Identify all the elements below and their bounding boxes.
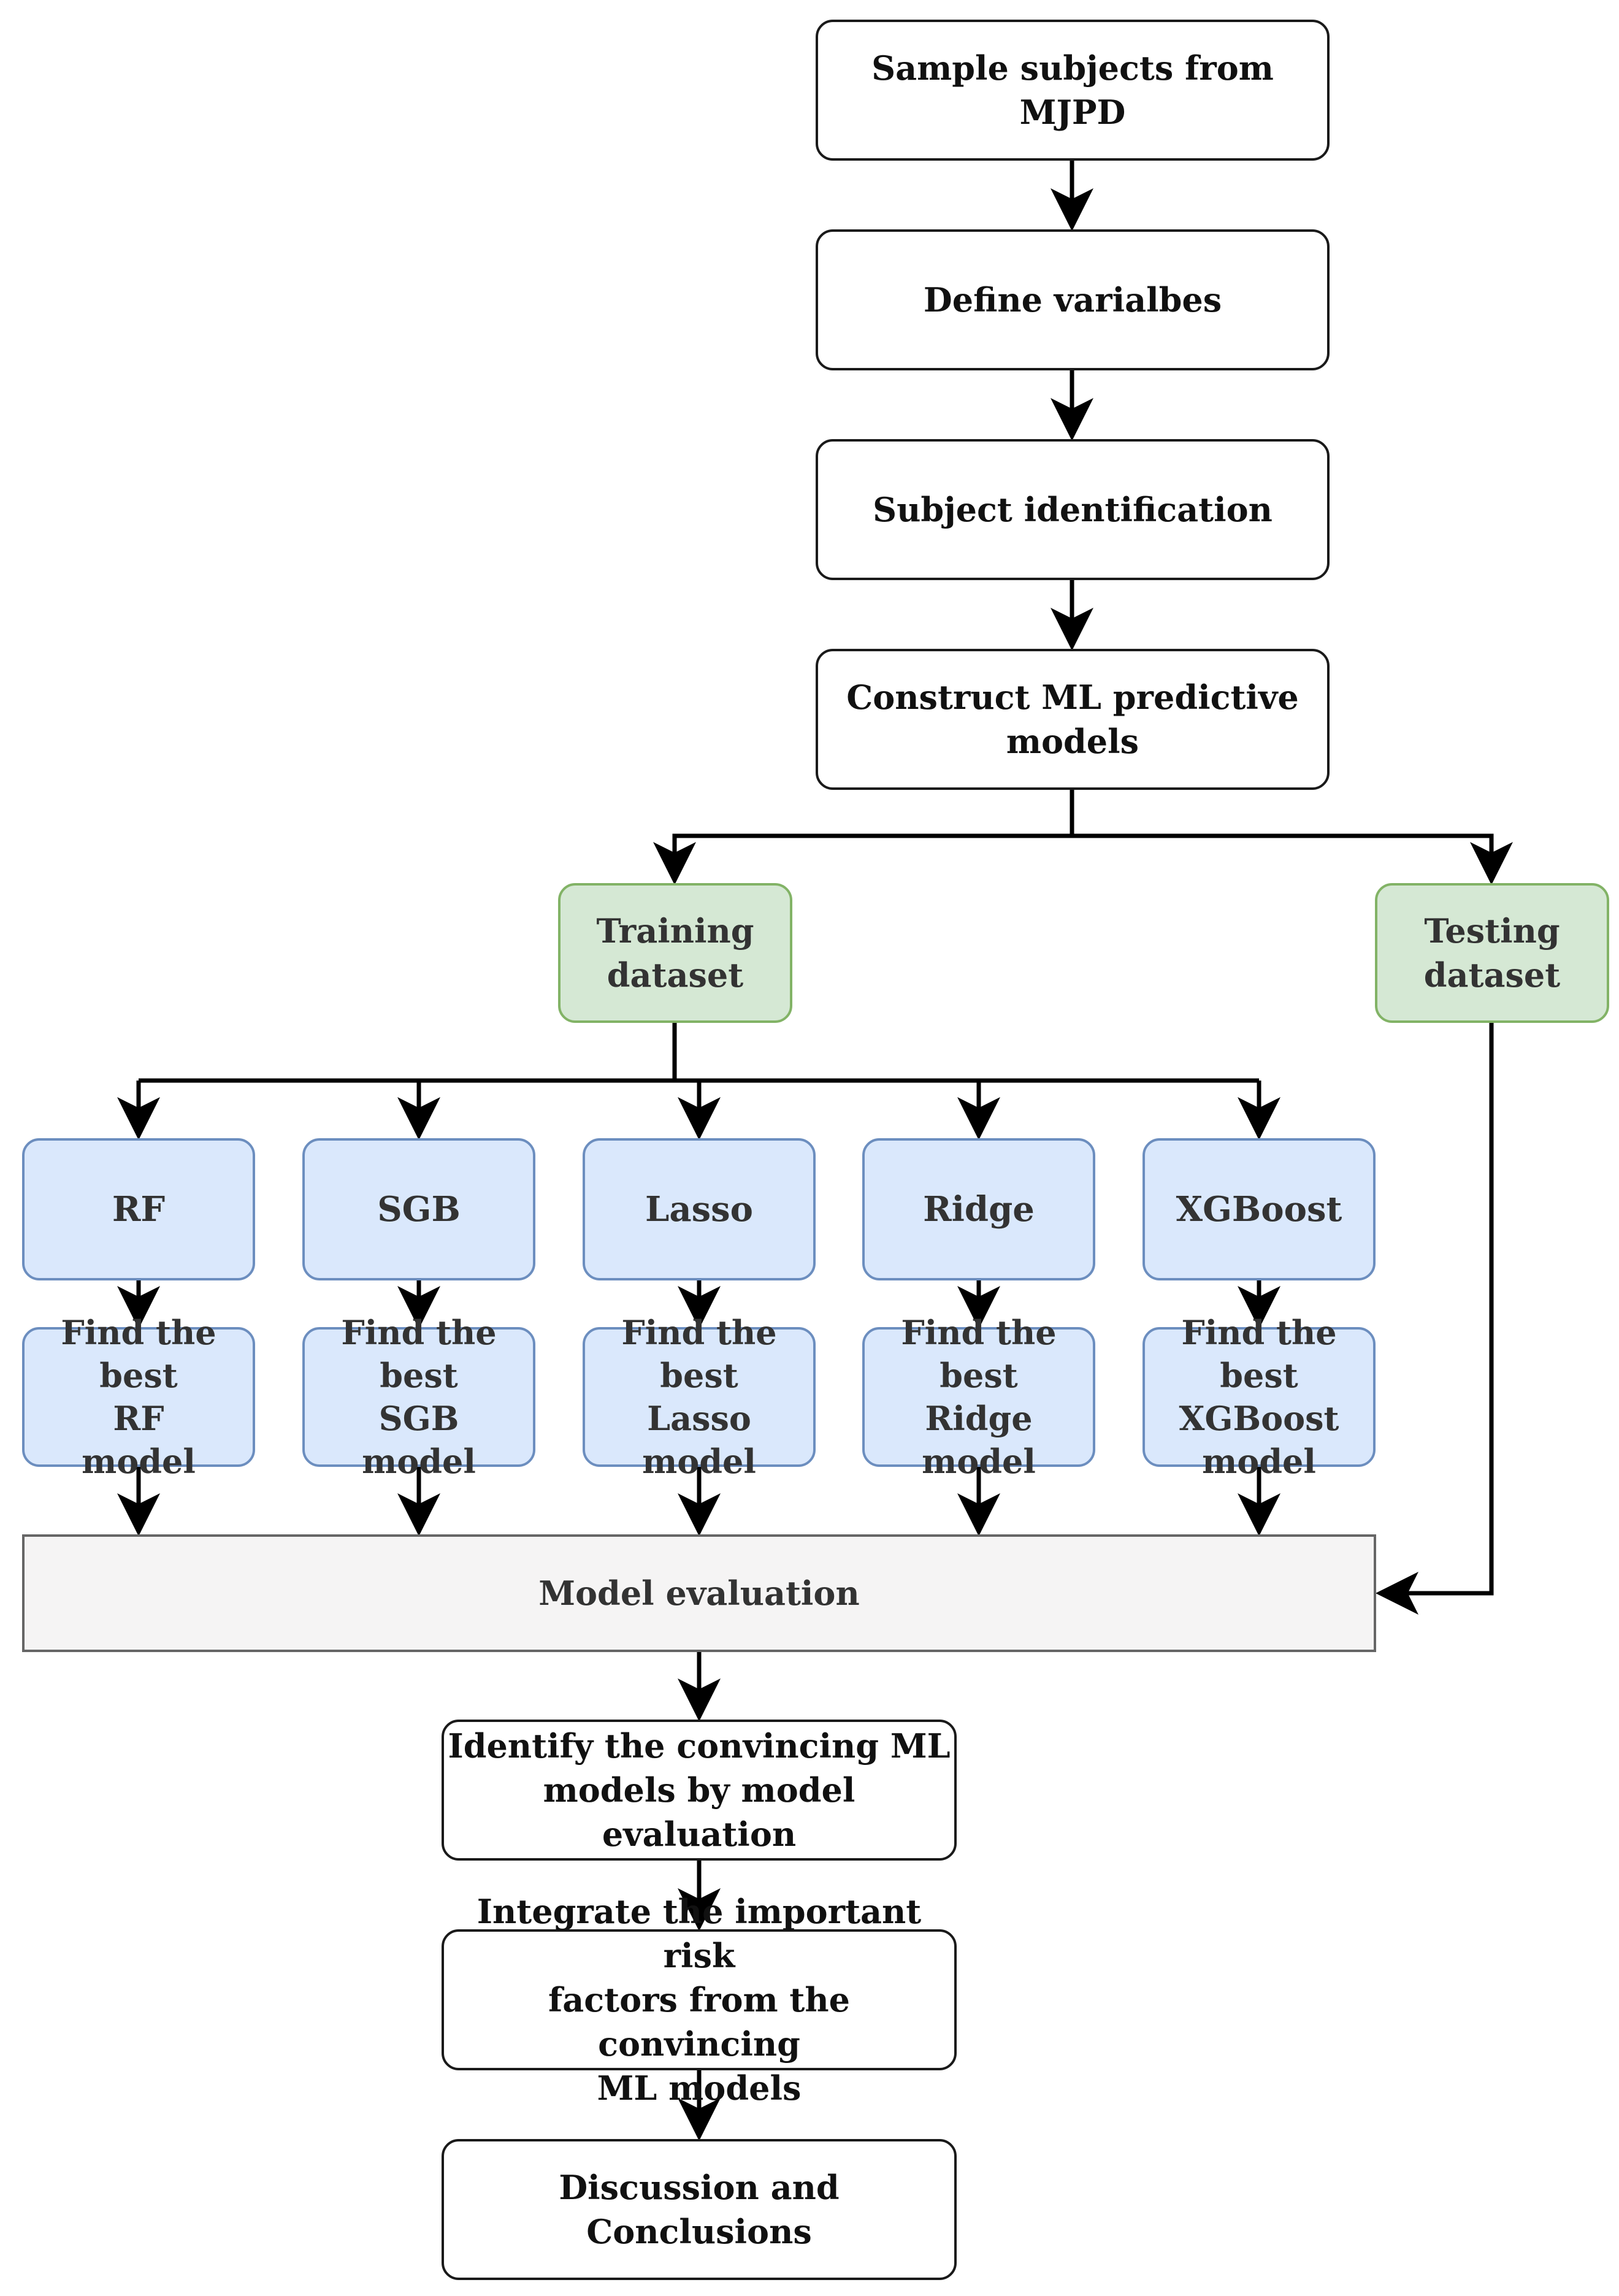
arrow-construct-to-training <box>653 790 1074 885</box>
identify-convincing-models-box: Identify the convincing ML models by mod… <box>442 1720 957 1861</box>
subject-identification-box: Subject identification <box>816 439 1330 580</box>
model-box-rf: RF <box>22 1138 255 1280</box>
define-variables-box: Define varialbes <box>816 229 1330 370</box>
arrow-testing-to-eval <box>1376 1023 1494 1615</box>
best-model-box-ridge: Find the best Ridge model <box>862 1313 1095 1481</box>
model-box-xgboost: XGBoost <box>1142 1138 1376 1280</box>
construct-models-box: Construct ML predictive models <box>816 649 1330 790</box>
model-box-sgb: SGB <box>302 1138 535 1280</box>
model-box-ridge: Ridge <box>862 1138 1095 1280</box>
arrow-construct-to-testing <box>1072 833 1513 885</box>
discussion-conclusions-box: Discussion and Conclusions <box>442 2139 957 2280</box>
sample-subjects-box: Sample subjects from MJPD <box>816 20 1330 161</box>
best-model-box-sgb: Find the best SGB model <box>302 1313 535 1481</box>
training-dataset-box: Training dataset <box>558 883 792 1023</box>
best-model-box-rf: Find the best RF model <box>22 1313 255 1481</box>
model-evaluation-box: Model evaluation <box>22 1534 1376 1652</box>
best-model-box-xgboost: Find the best XGBoost model <box>1142 1313 1376 1481</box>
testing-dataset-box: Testing dataset <box>1375 883 1609 1023</box>
model-box-lasso: Lasso <box>583 1138 816 1280</box>
best-model-box-lasso: Find the best Lasso model <box>583 1313 816 1481</box>
integrate-risk-factors-box: Integrate the important risk factors fro… <box>442 1892 957 2108</box>
